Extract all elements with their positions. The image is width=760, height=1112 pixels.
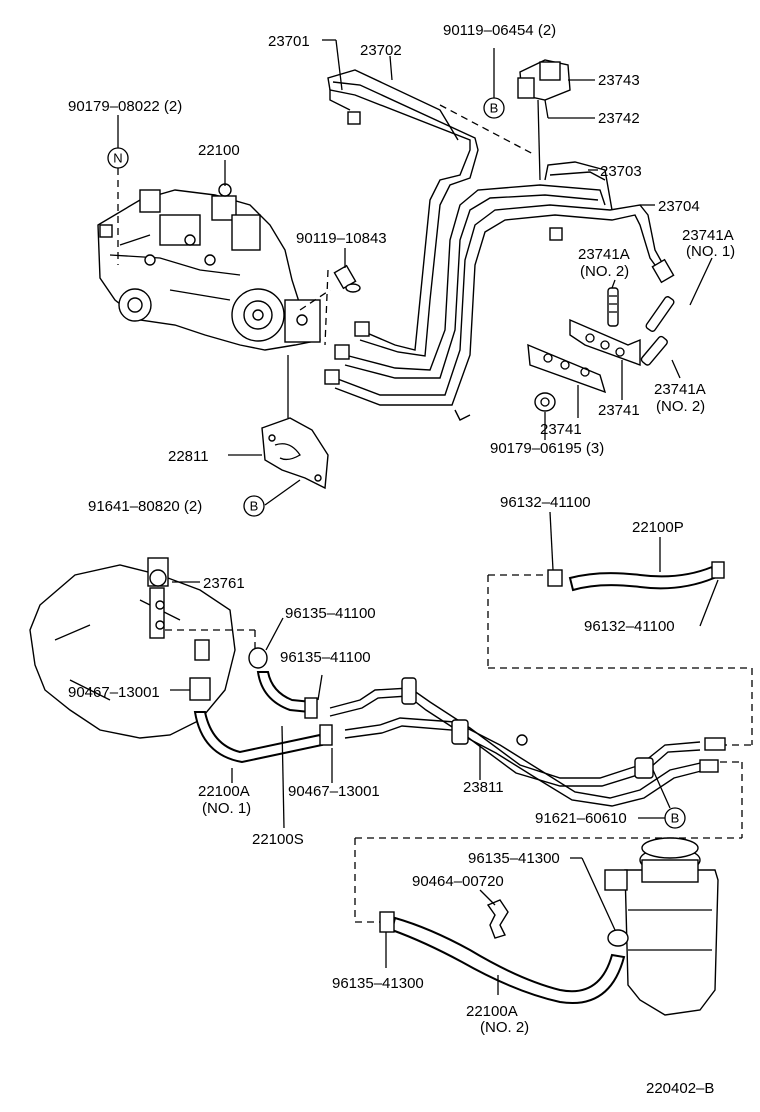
label-22100: 22100 [198,142,240,159]
label-23701: 23701 [268,33,310,50]
label-22100a-no1-sub: (NO. 1) [202,800,251,817]
label-96135-41100-b: 96135–41100 [280,649,371,666]
pipe-nut [549,227,563,241]
label-23741a-no2-top: 23741A [578,246,630,263]
label-23741-right: 23741 [598,402,640,419]
label-90467-13001-b: 90467–13001 [288,783,380,800]
hose-22100p [568,565,716,592]
label-22100a-no1: 22100A [198,783,250,800]
nut-90179-06195 [534,392,556,412]
label-96135-41100-a: 96135–41100 [285,605,376,622]
spacer-23741a-no2-bottom [640,335,668,366]
pipe-clamp-23741-upper [569,318,641,366]
marker-b-pipe: B [671,811,680,826]
hose-22100a-no2 [390,916,626,1004]
pipe-clamp [634,757,654,779]
label-96135-41300-bottom: 96135–41300 [332,975,424,992]
label-23702: 23702 [360,42,402,59]
label-23741a-no2-bottom: 23741A [654,381,706,398]
label-23741a-no2-bottom-sub: (NO. 2) [656,398,705,415]
label-23741a-no1-sub: (NO. 1) [686,243,735,260]
label-91641-80820: 91641–80820 (2) [88,498,202,515]
label-91621-60610: 91621–60610 [535,810,627,827]
pipe-nut [334,344,350,360]
hose-22100a-no1 [193,711,324,764]
hose-clip [304,697,318,719]
label-96135-41300-top: 96135–41300 [468,850,560,867]
hose-clip [711,561,725,579]
label-22100a-no2-sub: (NO. 2) [480,1019,529,1036]
label-22100s: 22100S [252,831,304,848]
pipe-nut [324,369,340,385]
spacer-23741a-no1 [645,296,675,332]
label-22811: 22811 [168,448,209,465]
label-23761: 23761 [203,575,245,592]
clip-96135-41300-right [607,929,629,947]
label-23704: 23704 [658,198,700,215]
label-23742: 23742 [598,110,640,127]
label-23743: 23743 [598,72,640,89]
clip-96135-41300-left [379,911,395,933]
bolt [516,734,528,746]
hose-clip [547,569,563,587]
injection-pump-drawing [97,183,321,351]
label-90467-13001-a: 90467–13001 [68,684,160,701]
clamp-23743-23742 [517,59,571,101]
label-96132-41100-top: 96132–41100 [500,494,591,511]
pipe-nut [347,111,361,125]
label-90119-10843: 90119–10843 [296,230,387,247]
fuel-pipe-23811 [329,687,706,807]
label-90464-00720: 90464–00720 [412,873,504,890]
label-90179-06195: 90179–06195 (3) [490,440,604,457]
label-23703: 23703 [600,163,642,180]
label-90179-08022: 90179–08022 (2) [68,98,182,115]
bracket-22811-drawing [261,417,329,490]
label-23741-left: 23741 [540,421,582,438]
marker-b-bracket: B [250,499,259,514]
pipe-clamp [451,719,469,745]
pipe-end [704,737,726,751]
label-96132-41100-bottom: 96132–41100 [584,618,675,635]
spacer-23741a-no2-top [607,287,619,327]
hose-22100s [256,671,314,714]
hose-clip [319,724,333,746]
pipe-clamp-23741-lower [527,343,607,394]
label-22100p: 22100P [632,519,684,536]
pipe-clamp [401,677,417,705]
pipe-nut [651,258,675,284]
marker-n: N [113,151,122,166]
injection-pipes [327,69,666,421]
pipe-end [699,759,719,773]
pipe-nut [354,321,370,337]
label-23741a-no1: 23741A [682,227,734,244]
clip-90464-00720 [486,899,509,939]
label-23741a-no2-top-sub: (NO. 2) [580,263,629,280]
label-90119-06454: 90119–06454 (2) [443,22,556,39]
label-23811: 23811 [463,779,504,796]
bolt-90119-10843 [333,264,361,293]
label-22100a-no2: 22100A [466,1003,518,1020]
clip-96135-41100-a [248,647,268,669]
fuel-filter [604,837,719,1016]
marker-b-clamp: B [490,101,499,116]
diagram-code: 220402–B [646,1080,714,1097]
